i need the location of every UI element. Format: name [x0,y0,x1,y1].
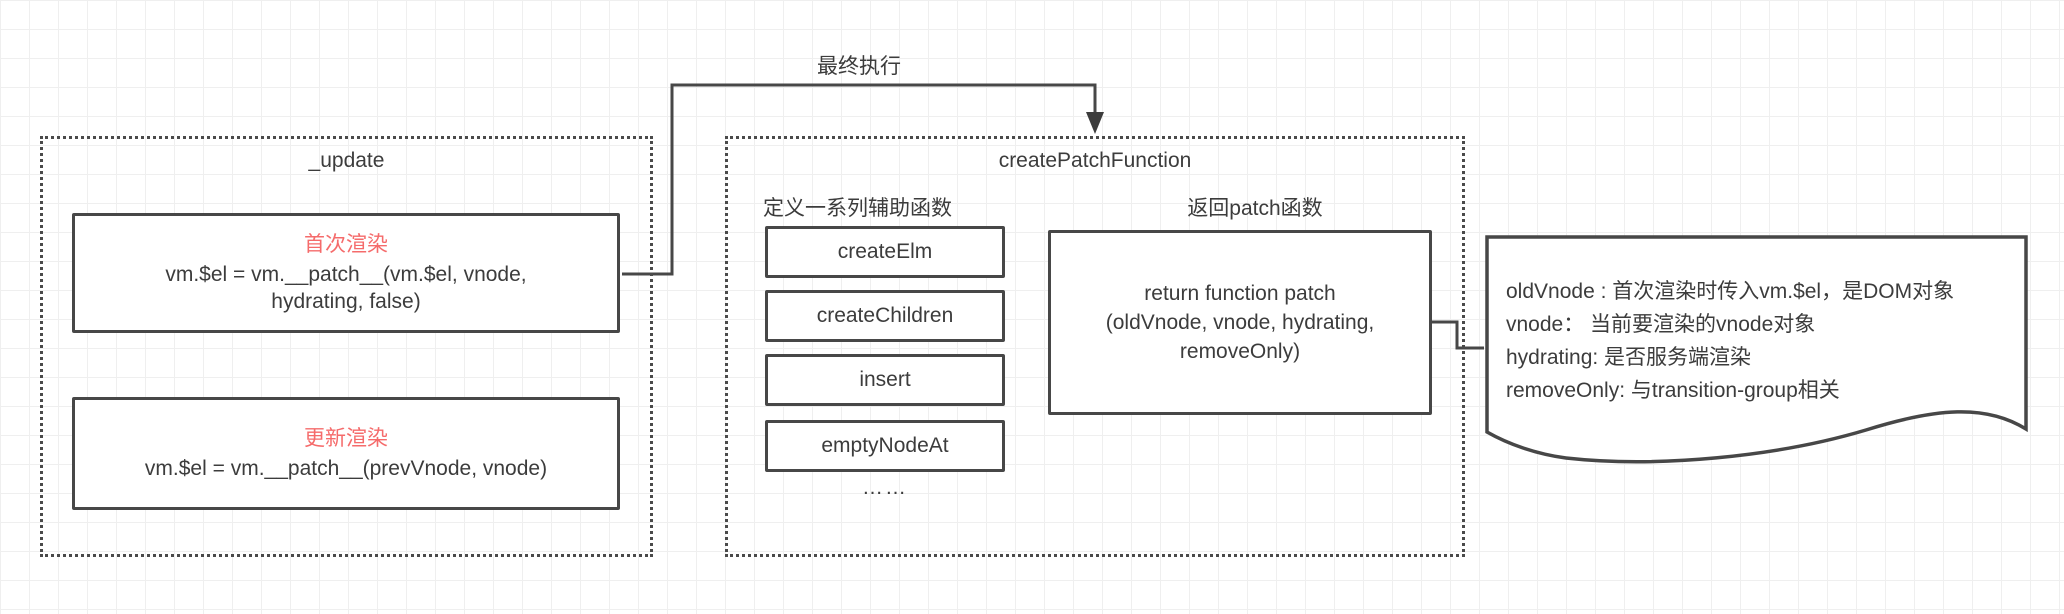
first-render-code-line2: hydrating, false) [271,290,421,313]
arrow-label: 最终执行 [817,55,901,78]
helper-label: emptyNodeAt [821,434,949,457]
helper-label: insert [859,368,911,391]
create-patch-function-container: createPatchFunction [725,136,1465,557]
note-line-removeOnly: removeOnly: 与transition-group相关 [1506,379,1840,402]
note-text: oldVnode : 首次渲染时传入vm.$el，是DOM对象 vnode： 当… [1506,275,2016,407]
helper-box-emptyNodeAt: emptyNodeAt [765,420,1005,472]
helper-box-createElm: createElm [765,226,1005,278]
create-patch-function-title: createPatchFunction [998,149,1192,172]
return-patch-line2: (oldVnode, vnode, hydrating, [1105,311,1375,334]
helper-box-insert: insert [765,354,1005,406]
update-container: _update [40,136,653,557]
update-render-box: 更新渲染 vm.$el = vm.__patch__(prevVnode, vn… [72,397,620,510]
helper-label: createChildren [816,304,954,327]
helper-label: createElm [837,240,933,263]
return-patch-line1: return function patch [1144,282,1336,305]
helper-box-createChildren: createChildren [765,290,1005,342]
note-document-shape [1485,235,2028,464]
helpers-ellipsis: …… [862,476,908,499]
note-line-hydrating: hydrating: 是否服务端渲染 [1506,346,1752,369]
final-exec-arrow-line [622,83,1097,276]
update-container-title: _update [308,149,385,172]
update-render-title: 更新渲染 [304,427,388,450]
return-patch-heading: 返回patch函数 [1187,197,1323,220]
return-patch-box: return function patch (oldVnode, vnode, … [1048,230,1432,415]
patch-to-note-connector [1430,320,1484,350]
arrowhead-down-icon [1086,112,1104,134]
first-render-code-line1: vm.$el = vm.__patch__(vm.$el, vnode, [165,263,527,286]
first-render-box: 首次渲染 vm.$el = vm.__patch__(vm.$el, vnode… [72,213,620,333]
note-line-vnode: vnode： 当前要渲染的vnode对象 [1506,313,1816,336]
update-render-code: vm.$el = vm.__patch__(prevVnode, vnode) [144,457,548,480]
note-line-oldVnode: oldVnode : 首次渲染时传入vm.$el，是DOM对象 [1506,280,1955,303]
first-render-title: 首次渲染 [304,233,388,256]
helpers-heading: 定义一系列辅助函数 [763,197,952,220]
return-patch-line3: removeOnly) [1179,340,1301,363]
